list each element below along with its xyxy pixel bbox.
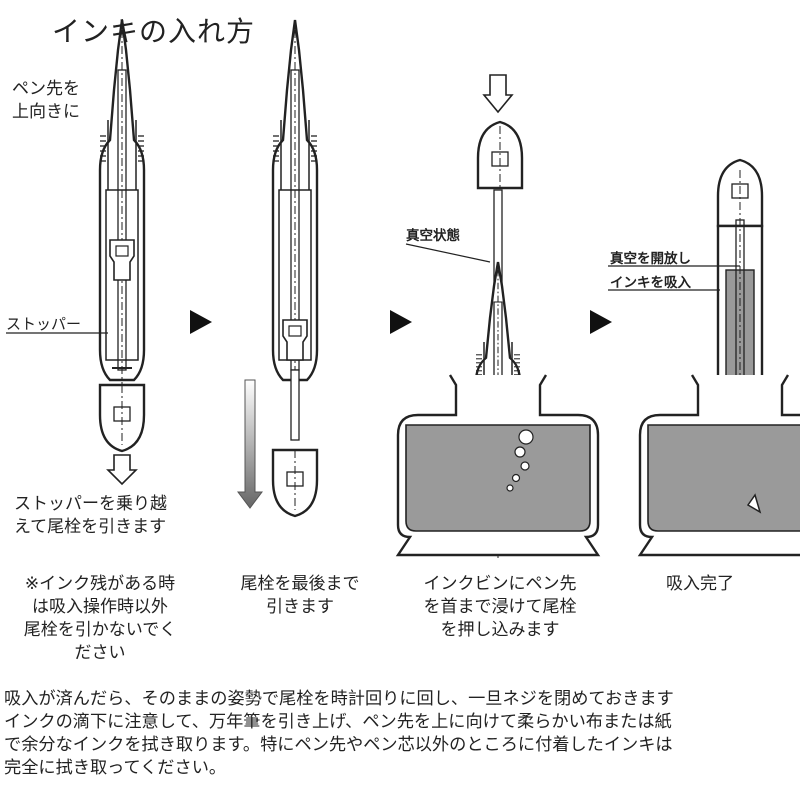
step4-caption: 吸入完了 (666, 574, 734, 594)
pen-nib-up-label: ペン先を 上向きに (12, 79, 80, 122)
next-step-icon (190, 310, 212, 334)
vacuum-state-label: 真空状態 (406, 228, 460, 244)
down-arrow-icon (106, 454, 138, 486)
next-step-icon (590, 310, 612, 334)
step2-caption: 尾栓を最後まで引きます (240, 574, 360, 617)
step3-caption: インクビンにペン先を首まで浸けて尾栓を押し込みます (423, 574, 577, 640)
after-filling-instructions: 吸入が済んだら、そのままの姿勢で尾栓を時計回りに回し、一旦ネジを閉めておきますイ… (4, 689, 674, 778)
release-vacuum-label: 真空を開放し (610, 251, 691, 267)
stopper-label: ストッパー (6, 315, 82, 333)
pen-step3 (474, 189, 522, 560)
pull-arrow-icon (237, 379, 263, 509)
page-title: インキの入れ方 (52, 15, 256, 48)
pen-step1 (98, 18, 146, 453)
suction-arrow-icon (746, 493, 762, 514)
filling-steps-illustration (6, 18, 800, 560)
next-step-icon (390, 310, 412, 334)
draw-ink-label: インキを吸入 (610, 275, 691, 291)
step1-instruction: ストッパーを乗り越 えて尾栓を引きます (14, 494, 167, 537)
push-arrow-icon (482, 74, 514, 114)
pen-step2 (271, 18, 319, 518)
step1-caption: ※インク残がある時は吸入操作時以外 尾栓を引かないでください (23, 574, 177, 663)
